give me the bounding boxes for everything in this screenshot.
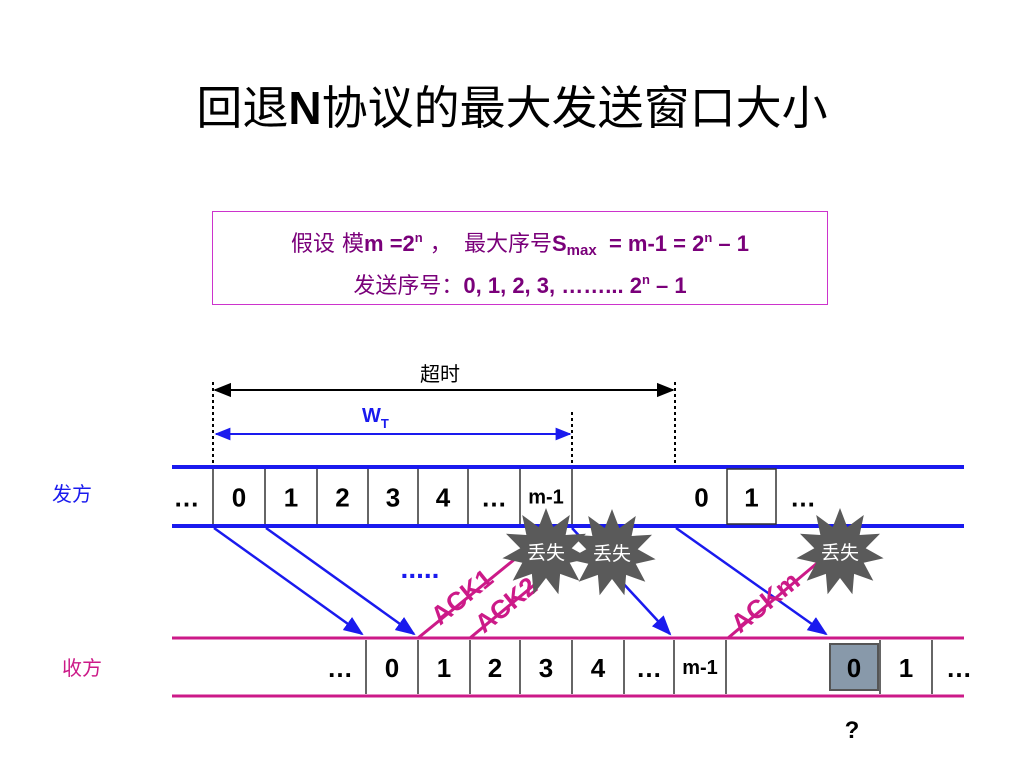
loss-label-2: 丢失 [821,542,859,564]
receiver-cell-9: 0 [847,653,861,683]
sender-cell-4: 3 [386,483,400,513]
assumption-equation: = m-1 = 2 [608,231,705,256]
assumption-maxseq-label: 最大序号 [463,232,552,257]
sender-boxed-cell [726,468,777,525]
assumption-box: 假设 模m =2n ， 最大序号Smax = m-1 = 2n – 1 发送序号… [212,211,828,305]
assumption-sup-2: n [704,230,713,245]
loss-label-0: 丢失 [527,542,565,564]
receiver-cell-6: … [636,653,662,683]
receiver-cell-7: m-1 [682,657,718,679]
loss-burst-0 [502,508,590,595]
assumption-tail: – 1 [712,231,749,256]
receiver-cell-1: 0 [385,653,399,683]
assumption-modulo-label: 假设 模 [291,232,365,257]
loss-burst-2 [796,508,884,595]
ackm-arrow [727,552,829,640]
page-title: 回退N协议的最大发送窗口大小 [0,72,1024,138]
seq-label: 发送序号： [353,274,464,299]
frame-arrow-retx-0 [675,526,828,636]
sender-cell-11: … [790,483,816,513]
sender-cell-3: 2 [335,483,349,513]
seq-sup: n [641,272,650,287]
assumption-line-2: 发送序号：0, 1, 2, 3, ……... 2n – 1 [213,268,827,300]
assumption-modulo: m =2 [364,231,415,256]
assumption-sub-max: max [566,242,597,259]
assumption-line-1: 假设 模m =2n ， 最大序号Smax = m-1 = 2n – 1 [213,226,827,259]
title-n: N [288,82,322,134]
loss-burst-1 [568,509,656,596]
sender-cell-7: m-1 [528,487,564,509]
receiver-cell-5: 4 [591,653,606,683]
seq-tail: – 1 [649,273,687,298]
sender-cell-9: 0 [694,483,708,513]
sender-cell-10: 1 [744,483,758,513]
receiver-label: 收方 [62,656,102,680]
receiver-cell-0: … [327,653,353,683]
assumption-s: S [551,231,567,256]
sender-cell-5: 4 [436,483,451,513]
sender-cell-6: … [481,483,507,513]
loss-bursts: 丢失 丢失 丢失 [502,508,884,596]
seq-list: 0, 1, 2, 3, ……... 2 [463,273,642,298]
window-label-w: W [362,405,381,427]
receiver-frame-row: … 0 1 2 3 4 … m-1 0 1 … [327,640,972,694]
receiver-highlight-cell [829,643,879,691]
ack1-arrow [417,548,527,640]
middle-dots: ..... [401,553,440,584]
sender-cell-2: 1 [284,483,298,513]
receiver-cell-3: 2 [488,653,502,683]
assumption-comma: ， [422,232,452,257]
sender-label: 发方 [52,482,92,506]
title-suffix: 协议的最大发送窗口大小 [321,81,828,135]
frame-arrow-0 [213,526,364,636]
receiver-cell-11: … [946,653,972,683]
sender-frame-row: … 0 1 2 3 4 … m-1 0 1 … [174,468,816,525]
title-prefix: 回退 [196,81,289,135]
sender-cell-1: 0 [232,483,246,513]
window-label: WT [362,405,389,431]
frame-arrow-1 [265,526,416,636]
timeout-label: 超时 [420,362,460,386]
ackm-label: ACKm [725,565,806,638]
receiver-cell-10: 1 [899,653,913,683]
receiver-cell-4: 3 [539,653,553,683]
window-label-sub: T [381,416,389,431]
loss-label-1: 丢失 [593,543,631,565]
question-mark: ? [845,717,860,744]
assumption-sup-1: n [414,230,423,245]
sender-cell-0: … [174,483,200,513]
receiver-cell-2: 1 [437,653,451,683]
